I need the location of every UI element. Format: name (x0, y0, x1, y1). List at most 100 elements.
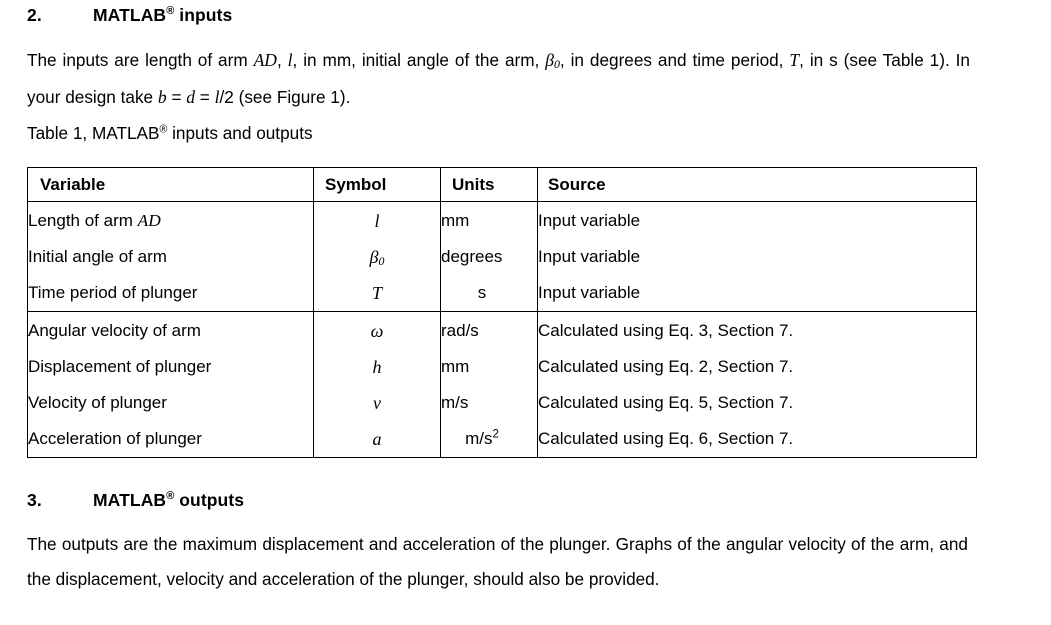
cell-variable: Time period of plunger (27, 275, 314, 312)
column-header-variable: Variable (27, 167, 314, 202)
cell-symbol-text: ω (370, 320, 384, 341)
cell-variable: Angular velocity of arm (27, 311, 314, 349)
cell-variable: Initial angle of arm (27, 239, 314, 275)
cell-symbol-text: l (374, 210, 380, 231)
cell-units-text: degrees (441, 247, 503, 266)
cell-units-text: rad/s (441, 321, 479, 340)
cell-symbol-subscript: 0 (378, 253, 385, 268)
outputs-paragraph: The outputs are the maximum displacement… (27, 534, 968, 589)
cell-units-text: m/s (441, 393, 469, 412)
inputs-paragraph: The inputs are length of arm AD, l, in m… (27, 43, 970, 115)
cell-symbol-text: h (372, 356, 382, 377)
cell-symbol: h (313, 349, 441, 385)
table-caption-pre: Table 1, MATLAB (27, 123, 160, 143)
cell-symbol-text: T (371, 282, 382, 303)
section-heading-outputs: 3. MATLAB® outputs (27, 490, 244, 511)
cell-variable-text: Velocity of plunger (28, 393, 167, 412)
table-caption: Table 1, MATLAB® inputs and outputs (27, 123, 313, 144)
section-title-inputs-main: MATLAB (93, 5, 167, 25)
cell-source: Calculated using Eq. 5, Section 7. (537, 385, 977, 421)
section-heading-inputs: 2. MATLAB® inputs (27, 5, 232, 26)
cell-units-text: s (477, 283, 487, 302)
inputs-outputs-table-wrapper: Variable Symbol Units Source Length of a… (27, 167, 977, 458)
table-caption-post: inputs and outputs (167, 123, 313, 143)
symbol-beta-zero: β0 (545, 50, 560, 71)
cell-units-exponent: 2 (492, 428, 499, 441)
cell-variable: Velocity of plunger (27, 385, 314, 421)
inputs-paragraph-part-8: /2 (see Figure 1). (219, 87, 351, 107)
cell-variable: Displacement of plunger (27, 349, 314, 385)
section-title-outputs-rest: outputs (174, 490, 245, 510)
table-body: Length of arm AD l mm Input variable Ini… (27, 201, 977, 458)
cell-units: degrees (440, 239, 538, 275)
cell-units: m/s (440, 385, 538, 421)
inputs-paragraph-part-7: = (195, 87, 215, 107)
section-number-inputs: 2. (27, 5, 42, 25)
inputs-paragraph-part-3: , in mm, initial angle of the arm, (292, 50, 546, 70)
cell-units: mm (440, 349, 538, 385)
symbol-beta: β (545, 50, 554, 70)
inputs-paragraph-part-1: The inputs are length of arm (27, 50, 254, 70)
section-title-inputs-rest: inputs (174, 5, 233, 25)
cell-units: m/s2 (440, 421, 538, 458)
cell-source: Input variable (537, 275, 977, 312)
symbol-AD: AD (253, 50, 277, 70)
symbol-beta-subscript: 0 (553, 57, 560, 71)
registered-trademark-icon: ® (159, 123, 168, 136)
table-row: Displacement of plunger h mm Calculated … (27, 349, 977, 385)
cell-symbol: T (313, 275, 441, 312)
inputs-paragraph-part-2: , (276, 50, 288, 70)
cell-symbol: a (313, 421, 441, 458)
registered-trademark-icon: ® (166, 5, 175, 18)
cell-symbol-text: v (373, 392, 381, 413)
symbol-l: l (287, 50, 293, 70)
table-header-row: Variable Symbol Units Source (27, 167, 977, 202)
cell-symbol: v (313, 385, 441, 421)
cell-symbol-text: β (369, 246, 379, 267)
cell-units-text: mm (441, 357, 470, 376)
symbol-l-second: l (214, 87, 220, 107)
cell-source: Calculated using Eq. 2, Section 7. (537, 349, 977, 385)
cell-variable-text: Length of arm (28, 211, 138, 230)
table-row: Time period of plunger T s Input variabl… (27, 275, 977, 312)
cell-units: rad/s (440, 311, 538, 349)
table-row: Velocity of plunger v m/s Calculated usi… (27, 385, 977, 421)
cell-source: Calculated using Eq. 3, Section 7. (537, 311, 977, 349)
table-row: Angular velocity of arm ω rad/s Calculat… (27, 311, 977, 349)
column-header-source: Source (537, 167, 977, 202)
inputs-paragraph-part-4: , in degrees and time period, (559, 50, 790, 70)
cell-units: mm (440, 201, 538, 239)
column-header-symbol: Symbol (313, 167, 441, 202)
symbol-T: T (789, 50, 800, 70)
section-title-outputs-main: MATLAB (93, 490, 167, 510)
table-row: Initial angle of arm β0 degrees Input va… (27, 239, 977, 275)
cell-symbol: l (313, 201, 441, 239)
registered-trademark-icon: ® (166, 490, 175, 503)
cell-symbol: ω (313, 311, 441, 349)
cell-variable-text: Initial angle of arm (28, 247, 167, 266)
cell-variable-text: Angular velocity of arm (28, 321, 201, 340)
cell-variable: Acceleration of plunger (27, 421, 314, 458)
cell-symbol: β0 (313, 239, 441, 275)
cell-variable-text: Time period of plunger (28, 283, 198, 302)
cell-variable: Length of arm AD (27, 201, 314, 239)
cell-units-text: mm (441, 211, 470, 230)
symbol-AD: AD (137, 211, 161, 230)
cell-symbol-text: a (372, 428, 382, 449)
inputs-outputs-table: Variable Symbol Units Source Length of a… (27, 167, 977, 458)
cell-variable-text: Displacement of plunger (28, 357, 212, 376)
cell-source: Input variable (537, 201, 977, 239)
cell-units: s (440, 275, 538, 312)
cell-variable-text: Acceleration of plunger (28, 429, 202, 448)
inputs-paragraph-part-6: = (166, 87, 187, 107)
cell-source: Input variable (537, 239, 977, 275)
cell-source: Calculated using Eq. 6, Section 7. (537, 421, 977, 458)
column-header-units: Units (440, 167, 538, 202)
section-number-outputs: 3. (27, 490, 42, 510)
inputs-paragraph-part-5: , in s (see Table 1). In your design tak… (27, 50, 970, 107)
symbol-b: b (157, 87, 167, 107)
symbol-d: d (186, 87, 196, 107)
cell-units-text: m/s (465, 429, 493, 448)
table-row: Length of arm AD l mm Input variable (27, 201, 977, 239)
